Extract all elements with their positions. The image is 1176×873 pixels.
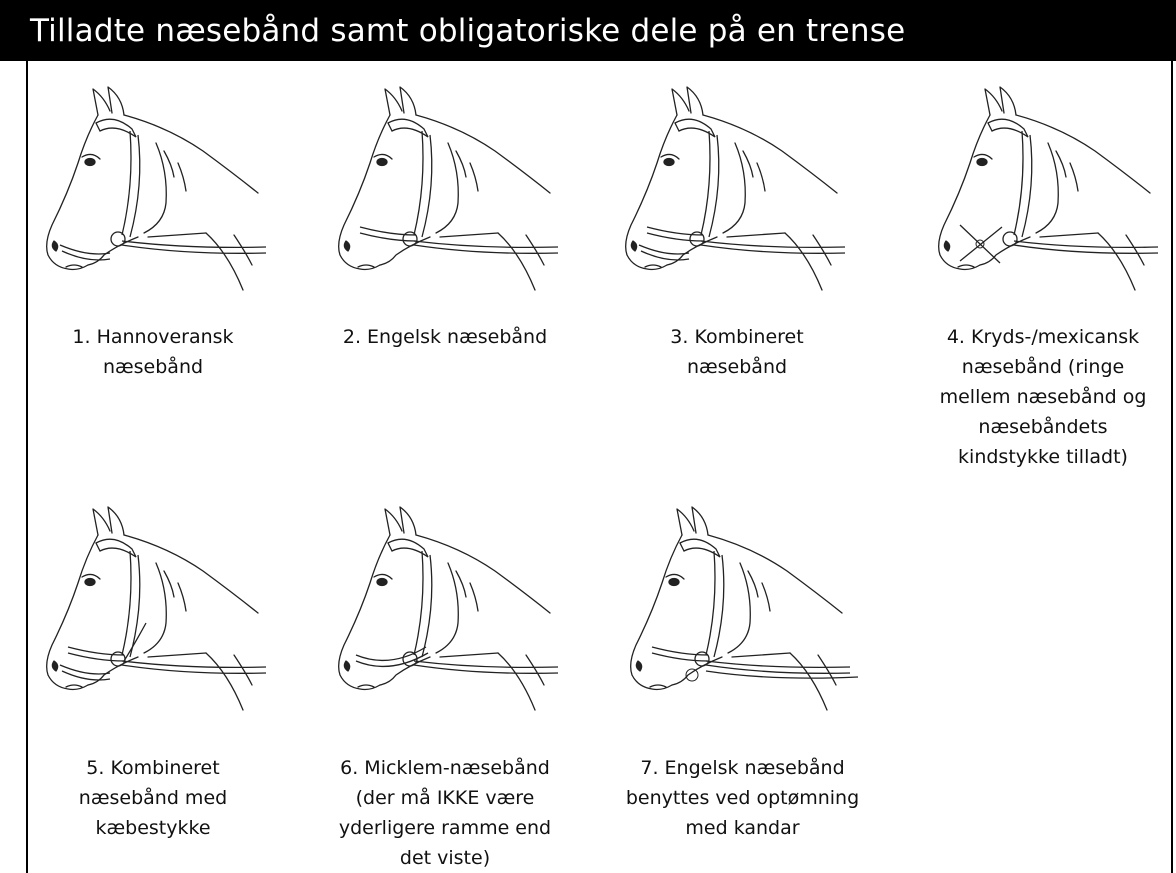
- caption-line: benyttes ved optømning: [625, 787, 860, 809]
- bridle-item-3: [617, 85, 847, 310]
- caption-line: yderligere ramme end: [338, 817, 552, 839]
- caption-line: 7. Engelsk næsebånd: [640, 757, 845, 779]
- horse-head-english-noseband-icon: [338, 86, 559, 291]
- caption-2: 2. Engelsk næsebånd: [320, 322, 570, 352]
- caption-line: med kandar: [685, 817, 800, 839]
- caption-line: det viste): [399, 847, 491, 869]
- caption-1: 1. Hannoveransk næsebånd: [28, 322, 278, 382]
- horse-head-combined-noseband-icon: [625, 86, 846, 291]
- bridle-item-7: [622, 505, 862, 730]
- caption-7: 7. Engelsk næsebånd benyttes ved optømni…: [605, 753, 880, 843]
- caption-5: 5. Kombineret næsebånd med kæbestykke: [28, 753, 278, 843]
- caption-line: kæbestykke: [95, 817, 211, 839]
- horse-head-double-bridle-icon: [630, 506, 859, 711]
- frame-left-border: [26, 61, 28, 873]
- horse-head-hanoverian-noseband-icon: [46, 86, 267, 291]
- page-title: Tilladte næsebånd samt obligatoriske del…: [30, 12, 906, 49]
- caption-line: 4. Kryds-/mexicansk: [946, 326, 1140, 348]
- bridle-item-5: [38, 505, 268, 730]
- horse-head-cross-mexican-noseband-icon: [938, 86, 1159, 291]
- caption-line: næsebånd (ringe: [961, 356, 1125, 378]
- caption-line: 2. Engelsk næsebånd: [342, 326, 548, 348]
- caption-line: mellem næsebånd og: [939, 386, 1147, 408]
- frame-right-border: [1171, 61, 1173, 873]
- caption-line: næsebånd: [102, 356, 204, 378]
- caption-line: 1. Hannoveransk: [72, 326, 234, 348]
- horse-head-combined-with-cheekpiece-icon: [46, 506, 267, 711]
- bridle-item-1: [38, 85, 268, 310]
- caption-3: 3. Kombineret næsebånd: [612, 322, 862, 382]
- page-header: Tilladte næsebånd samt obligatoriske del…: [0, 0, 1176, 61]
- bridle-item-2: [330, 85, 560, 310]
- caption-line: næsebåndets: [978, 416, 1108, 438]
- caption-6: 6. Micklem-næsebånd (der må IKKE være yd…: [315, 753, 575, 873]
- caption-line: næsebånd med: [78, 787, 228, 809]
- caption-4: 4. Kryds-/mexicansk næsebånd (ringe mell…: [918, 322, 1168, 472]
- caption-line: (der må IKKE være: [355, 787, 535, 809]
- caption-line: næsebånd: [686, 356, 788, 378]
- caption-line: kindstykke tilladt): [958, 446, 1128, 468]
- horse-head-micklem-noseband-icon: [338, 506, 559, 711]
- caption-line: 3. Kombineret: [670, 326, 804, 348]
- caption-line: 6. Micklem-næsebånd: [340, 757, 550, 779]
- caption-line: 5. Kombineret: [86, 757, 220, 779]
- bridle-item-6: [330, 505, 560, 730]
- bridle-item-4: [930, 85, 1160, 310]
